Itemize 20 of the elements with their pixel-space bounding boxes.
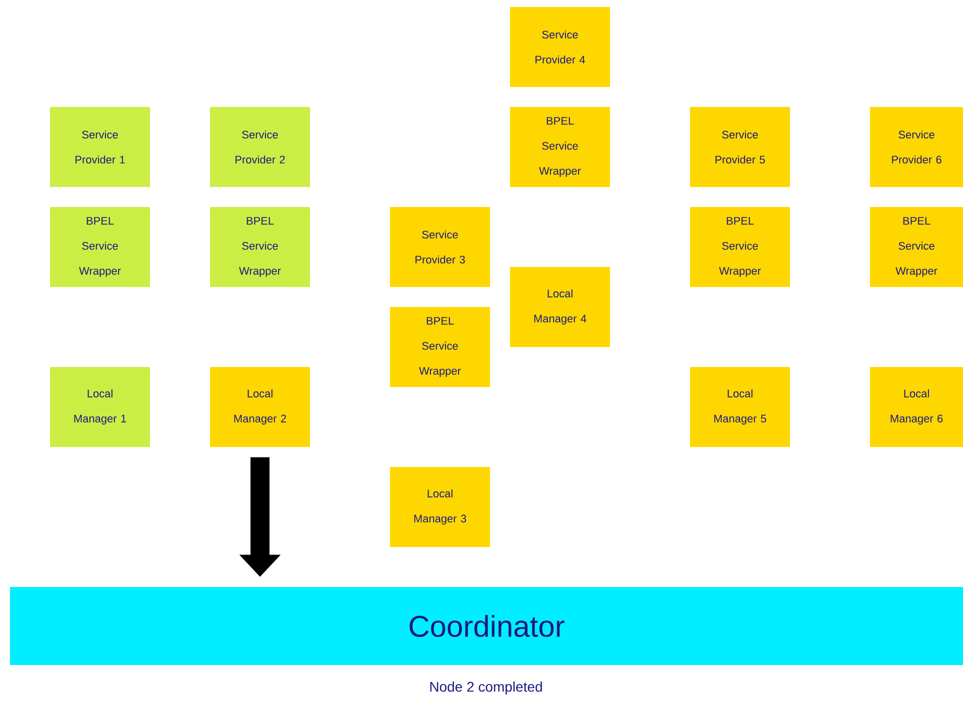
component-box: Service Provider 5 (690, 107, 790, 187)
component-box: Service Provider 6 (870, 107, 963, 187)
component-box: BPEL Service Wrapper (210, 207, 310, 287)
component-box: BPEL Service Wrapper (510, 107, 610, 187)
coordinator-bar: Coordinator (10, 587, 963, 665)
component-box: BPEL Service Wrapper (870, 207, 963, 287)
component-box: Local Manager 2 (210, 367, 310, 447)
component-box: Service Provider 2 (210, 107, 310, 187)
component-box: Local Manager 6 (870, 367, 963, 447)
caption: Node 2 completed (430, 681, 542, 695)
component-box: Local Manager 3 (390, 467, 490, 547)
component-box: BPEL Service Wrapper (390, 307, 490, 387)
component-box: Local Manager 1 (50, 367, 150, 447)
component-box: BPEL Service Wrapper (690, 207, 790, 287)
component-box: Service Provider 4 (510, 7, 610, 87)
component-box: Local Manager 4 (510, 267, 610, 347)
component-box: Local Manager 5 (690, 367, 790, 447)
component-box: Service Provider 1 (50, 107, 150, 187)
component-box: Service Provider 3 (390, 207, 490, 287)
component-box: BPEL Service Wrapper (50, 207, 150, 287)
